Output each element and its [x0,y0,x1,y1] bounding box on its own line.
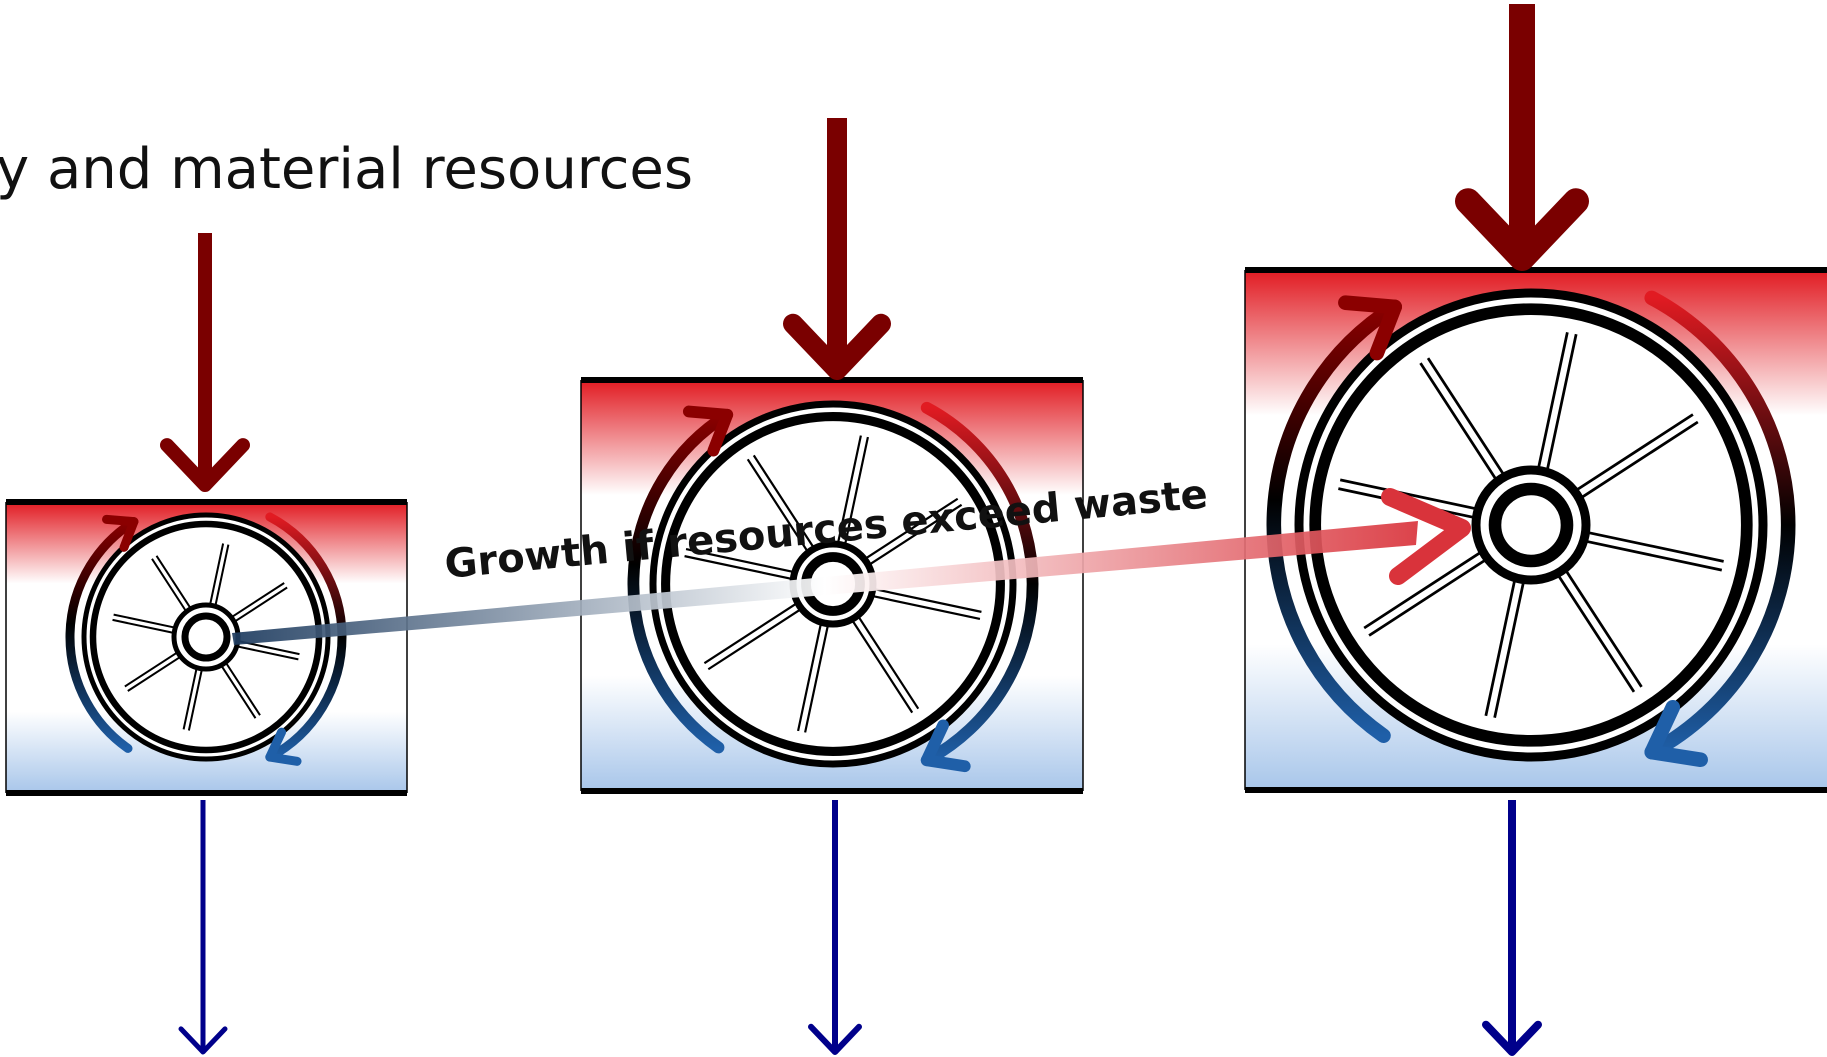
wheel-axle [181,612,231,662]
wheel-spoke [1419,357,1506,483]
resources-heading: y and material resources [0,137,693,202]
wheel-spoke [836,435,869,546]
cycle-arrow-head-down [1644,699,1708,768]
wheel-spoke [1556,567,1643,693]
wheel-spoke [151,555,192,613]
wheel-axle [1488,482,1574,568]
waste-outflow-arrow [178,800,228,1055]
resource-inflow-arrow [783,118,891,380]
wheel-inner-rim [1309,303,1753,747]
waste-outflow-arrow [1482,800,1542,1056]
wheel-spoke [746,454,816,554]
down-arrow-icon [783,313,891,380]
down-arrow-icon [160,438,250,492]
wheel-spoke [1536,332,1578,473]
growth-arrow-shaft [232,521,1418,645]
down-arrow-icon [178,1026,228,1055]
wheel-spoke [220,661,261,719]
wheel-spoke [209,543,230,607]
wheel-spoke [1583,530,1724,572]
wheel-spoke [850,614,920,714]
wheel-spoke [703,601,803,671]
wheel-spoke [1363,550,1489,637]
circular-arrow-icon [627,408,734,754]
wheel-spoke [863,497,963,567]
circular-arrow-icon [265,512,347,762]
wheel-spoke [182,667,203,731]
wheel-spoke [797,622,830,733]
wheel-icon [1294,288,1768,762]
wheel-spoke [230,582,288,623]
down-arrow-icon [1482,1020,1542,1056]
circular-arrow-icon [920,401,1039,767]
wheel-spoke [684,548,795,581]
wheel-inner-rim [661,412,1005,756]
cycle-arrow-head-up [102,514,139,552]
resource-inflow-arrow [1455,4,1589,271]
wheel-spoke [1484,577,1526,718]
growth-arrow-head [1381,488,1471,585]
cycle-arrow-head-up [682,405,734,457]
cycle-arrow-head-down [265,727,302,766]
waste-outflow-arrow [808,800,862,1055]
resource-inflow-arrow [160,233,250,492]
wheel-spoke [1573,413,1699,500]
down-arrow-icon [808,1023,862,1055]
cycle-arrow-head-up [1338,295,1402,361]
wheel-spoke [112,613,176,634]
down-arrow-icon [1455,188,1589,271]
wheel-unit-1 [5,499,408,796]
circular-arrow-icon [1644,290,1796,760]
wheel-spoke [124,651,182,692]
wheel-icon [81,512,331,762]
circular-arrow-icon [65,517,139,753]
cycle-arrow-head-down [920,719,971,773]
circular-arrow-icon [1266,299,1402,743]
wheel-spoke [871,587,982,620]
